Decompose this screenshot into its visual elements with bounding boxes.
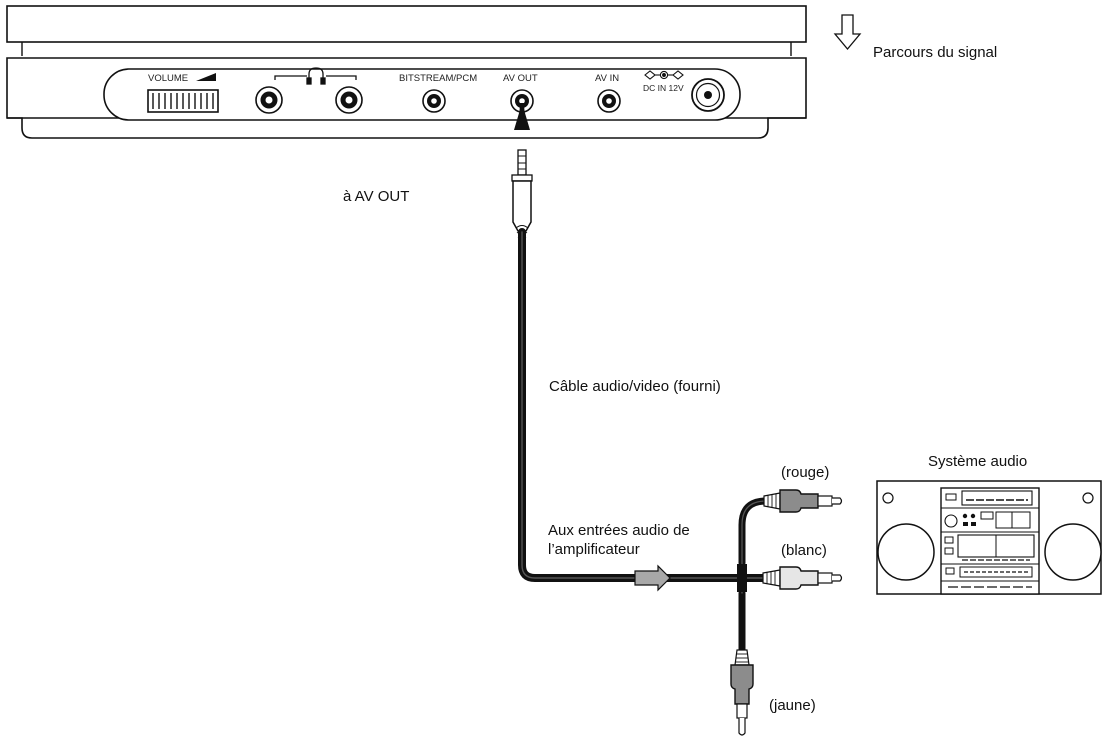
amp-inputs-label: Aux entrées audio de l’amplificateur [548,522,690,558]
av-cable [518,228,770,654]
white-rca-plug [762,566,843,590]
jack-panel: VOLUME BITSTREAM/PCM [103,67,741,121]
dc-polarity-icon [644,70,684,80]
audio-system-icon [876,480,1102,595]
av-in-jack[interactable] [597,89,621,113]
signal-flow-legend-icon [833,14,862,51]
volume-label: VOLUME [148,73,188,84]
av-in-label: AV IN [595,73,619,84]
volume-wedge-icon [196,73,216,81]
av-out-label: AV OUT [503,73,538,84]
cable-label: Câble audio/video (fourni) [549,378,721,395]
headphone-jack-1[interactable] [255,86,283,114]
signal-direction-arrow-icon [634,564,671,592]
audio-system-label: Système audio [928,453,1028,470]
yellow-rca-plug [730,649,754,736]
white-plug-label: (blanc) [781,542,827,559]
to-av-out-label: à AV OUT [343,188,410,205]
av-out-jack[interactable] [510,89,534,113]
cable-junction [737,564,747,592]
red-rca-plug [763,489,843,513]
dc-in-label: DC IN 12V [643,83,684,93]
headphone-jack-2[interactable] [335,86,363,114]
red-plug-label: (rouge) [781,464,830,481]
bitstream-label: BITSTREAM/PCM [399,73,477,84]
dc-in-jack[interactable] [691,78,725,112]
headphone-bracket-icon [274,67,357,85]
yellow-plug-label: (jaune) [769,697,816,714]
player-lid [6,5,807,56]
signal-flow-legend-label: Parcours du signal [873,44,998,61]
bitstream-jack[interactable] [422,89,446,113]
volume-slider[interactable] [147,89,219,113]
